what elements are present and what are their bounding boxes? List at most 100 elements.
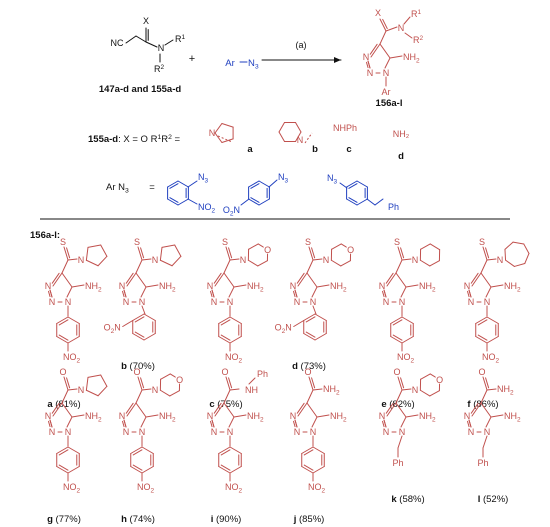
label-main: NH xyxy=(504,281,517,291)
ring-bond xyxy=(143,313,156,321)
label-main: R xyxy=(175,34,182,44)
bond xyxy=(61,402,73,418)
n3-atom: N xyxy=(379,411,386,421)
carbonyl-heteroatom: O xyxy=(59,367,66,377)
bond xyxy=(468,419,472,428)
definition-sup: 1 xyxy=(157,134,161,141)
ring-bond xyxy=(177,198,189,206)
label-superscript: 2 xyxy=(161,64,165,71)
label-main: NH xyxy=(419,411,432,421)
n1-atom: N xyxy=(484,297,491,307)
bond xyxy=(485,416,492,428)
ring-bond xyxy=(301,466,314,474)
n1-atom: N xyxy=(65,297,72,307)
double-bond xyxy=(311,377,316,389)
amine-ring-bond xyxy=(512,241,525,245)
bond xyxy=(49,419,53,428)
nitro-group: NO2 xyxy=(63,352,81,365)
label-subscript: 3 xyxy=(285,178,289,185)
ring-bond xyxy=(278,131,285,143)
ring-bond xyxy=(221,122,234,128)
reactant-nitrogen: N xyxy=(158,43,165,53)
nitrile-label: NC xyxy=(111,38,124,48)
bond xyxy=(480,389,488,404)
product-caption: c (75%) xyxy=(209,399,242,410)
bond xyxy=(405,284,419,288)
amino-group: NH2 xyxy=(504,411,521,424)
double-bond xyxy=(140,377,145,389)
aromatic-bond xyxy=(134,316,145,323)
aromatic-bond xyxy=(250,197,260,203)
label-subscript: 2 xyxy=(517,287,521,294)
bond xyxy=(145,414,159,418)
ring-bond xyxy=(67,466,80,474)
label-subscript: 2 xyxy=(432,417,436,424)
label-subscript: 2 xyxy=(172,287,176,294)
n1-atom: N xyxy=(227,297,234,307)
ring-bond xyxy=(229,336,242,344)
bond xyxy=(67,388,78,391)
bond xyxy=(294,419,298,428)
bond xyxy=(141,258,152,261)
ring-bond xyxy=(303,333,316,341)
label-main: NH xyxy=(330,281,343,291)
amine-option-letter: c xyxy=(346,144,351,155)
amine-ring-bond xyxy=(420,243,431,250)
n3-atom: N xyxy=(207,411,214,421)
product-letter: k xyxy=(391,494,399,505)
bond xyxy=(141,305,146,315)
ring-bond xyxy=(356,180,368,188)
bond xyxy=(229,388,240,391)
label-main: O xyxy=(275,323,282,333)
amide-nitrogen: N xyxy=(78,385,85,395)
amino-group: NH2 xyxy=(504,281,521,294)
product-yield: (58%) xyxy=(399,494,424,505)
label-subscript: 3 xyxy=(125,188,129,195)
ring-bond xyxy=(278,121,285,133)
amino-group: NH2 xyxy=(330,411,347,424)
double-bond xyxy=(213,402,222,414)
amino-group: NH2 xyxy=(247,281,264,294)
bond xyxy=(126,272,137,287)
label-subscript: 2 xyxy=(343,417,347,424)
double-bond xyxy=(213,272,222,284)
product-yield: (81%) xyxy=(55,399,80,410)
ring-bond xyxy=(218,316,231,324)
label-superscript: 2 xyxy=(420,35,424,42)
amino-group: NH2 xyxy=(419,411,436,424)
double-bond xyxy=(66,377,71,389)
product-letter: j xyxy=(293,514,299,525)
nitro-label: NO2 xyxy=(198,202,216,215)
label-superscript: 1 xyxy=(418,9,422,16)
pyrrolidine-nitrogen: N xyxy=(209,128,216,138)
product-caption: k (58%) xyxy=(391,494,424,505)
reactant-caption: 147a-d and 155a-d xyxy=(99,84,182,95)
aromatic-bond xyxy=(250,183,260,189)
n2-atom: N xyxy=(294,297,301,307)
label-main: NO xyxy=(308,482,322,492)
amine-ring-bond xyxy=(85,376,89,391)
n1-atom: N xyxy=(310,427,317,437)
double-bond xyxy=(366,61,369,69)
arn3-equals: = xyxy=(149,182,155,193)
amide-nh: NH xyxy=(245,385,258,395)
bond xyxy=(137,376,143,391)
ring-bond xyxy=(56,336,69,344)
label-subscript: 3 xyxy=(334,179,338,186)
amide-nitrogen: N xyxy=(240,255,247,265)
bond xyxy=(383,289,387,298)
arn3-label: Ar N3 xyxy=(106,182,129,195)
double-bond xyxy=(48,290,51,298)
bond xyxy=(316,414,330,418)
bond xyxy=(135,35,147,43)
ring-bond xyxy=(177,180,189,188)
bond xyxy=(490,414,504,418)
product-letter: c xyxy=(209,399,217,410)
bond xyxy=(225,246,231,261)
n3-atom: N xyxy=(464,281,471,291)
